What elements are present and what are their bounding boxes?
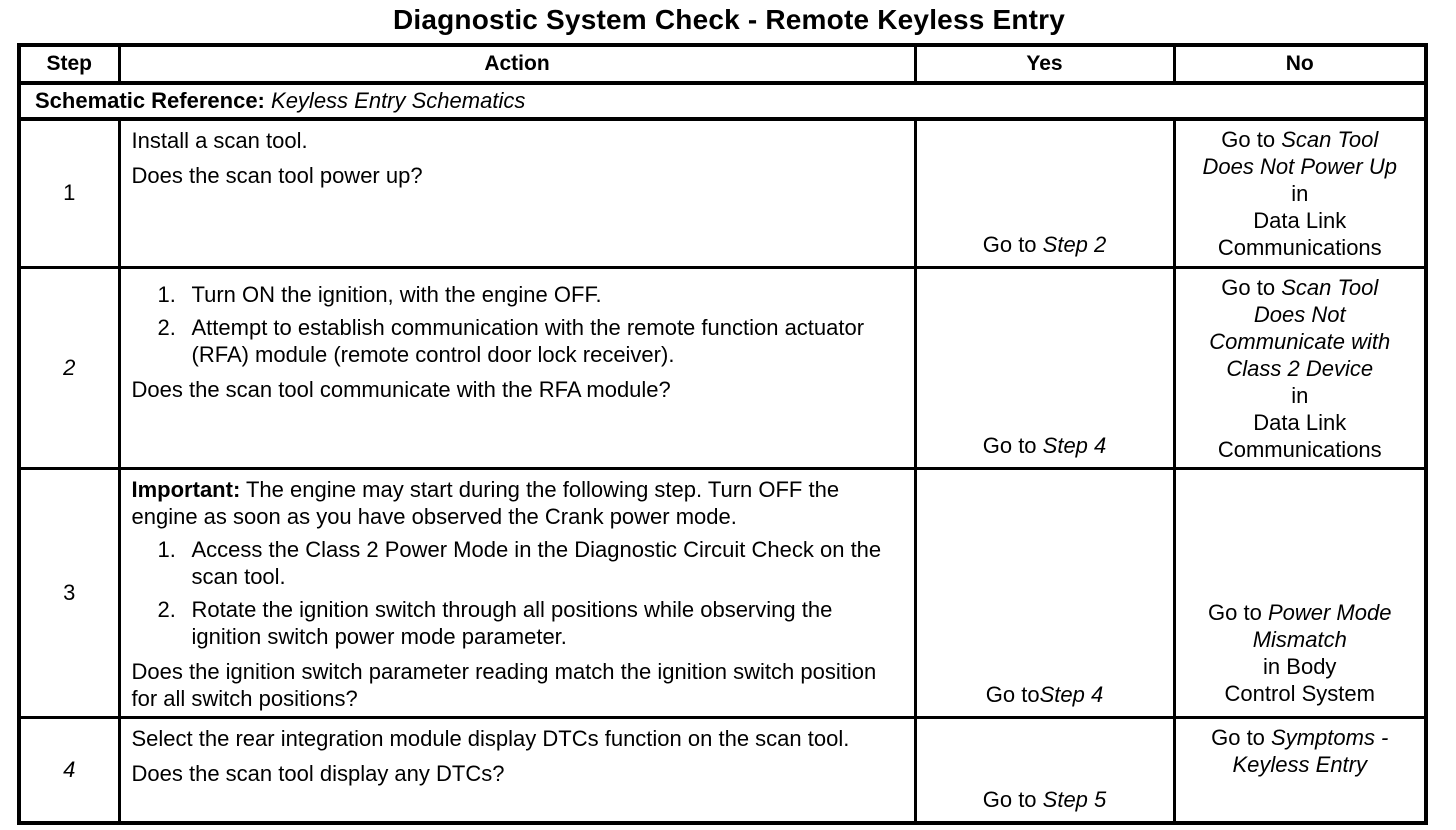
list-item-number: 2.	[157, 314, 176, 340]
header-yes: Yes	[913, 43, 1176, 85]
go-to-target: Step 4	[1042, 432, 1107, 458]
table-header-row: Step Action Yes No	[17, 43, 1428, 85]
list-item: 1. Turn ON the ignition, with the engine…	[158, 281, 906, 308]
schematic-reference-label: Schematic Reference:	[35, 88, 265, 113]
action-question: Does the ignition switch parameter readi…	[131, 658, 877, 711]
no-cell: Go to Power Mode Mismatch in Body Contro…	[1172, 466, 1428, 719]
no-cell: Go to Scan Tool Does Not Communicate wit…	[1172, 265, 1428, 470]
list-item-number: 1.	[157, 281, 176, 307]
go-to-target: Step 5	[1042, 787, 1107, 812]
table-row-step-2: 2 1. Turn ON the ignition, with the engi…	[17, 265, 1428, 470]
action-cell: Select the rear integration module displ…	[117, 715, 917, 825]
list-item: 2. Rotate the ignition switch through al…	[158, 596, 906, 650]
list-item-text: Access the Class 2 Power Mode in the Dia…	[191, 536, 882, 589]
go-to-target: Step 4	[1039, 681, 1104, 707]
action-intro: Select the rear integration module displ…	[131, 725, 850, 751]
no-line: in	[1291, 181, 1309, 206]
no-line: Communications	[1217, 235, 1382, 260]
go-to-target: Power Mode	[1267, 599, 1392, 625]
go-to-text: Go to	[982, 231, 1043, 257]
go-to-text: Go to	[982, 432, 1043, 458]
header-no: No	[1172, 43, 1428, 85]
step-cell: 3	[17, 466, 121, 719]
yes-cell: Go to Step 2	[913, 117, 1176, 269]
page-title: Diagnostic System Check - Remote Keyless…	[392, 4, 1066, 35]
no-line: Mismatch	[1252, 626, 1347, 652]
table-row-step-3: 3 Important: The engine may start during…	[17, 466, 1428, 719]
list-item-text: Turn ON the ignition, with the engine OF…	[191, 281, 602, 307]
list-item-text: Rotate the ignition switch through all p…	[191, 596, 833, 649]
no-line: Go to Scan Tool	[1180, 126, 1421, 153]
header-step: Step	[17, 43, 121, 85]
list-item-number: 2.	[157, 596, 176, 622]
go-to-text: Go to	[1208, 599, 1268, 625]
no-cell: Go to Scan Tool Does Not Power Up in Dat…	[1172, 117, 1428, 269]
action-question: Does the scan tool display any DTCs?	[131, 760, 505, 786]
go-to-target: Step 2	[1042, 231, 1107, 257]
header-action: Action	[117, 43, 917, 85]
step-cell: 4	[17, 715, 121, 825]
important-note: Important: The engine may start during t…	[132, 476, 906, 530]
no-line: Go to Scan Tool	[1180, 274, 1421, 301]
action-question: Does the scan tool power up?	[131, 163, 423, 188]
action-cell: 1. Turn ON the ignition, with the engine…	[117, 265, 917, 470]
no-line: Go to Power Mode	[1180, 599, 1421, 626]
action-question: Does the scan tool communicate with the …	[131, 376, 671, 402]
important-label: Important:	[131, 476, 241, 502]
step-cell: 1	[17, 117, 121, 269]
yes-cell: Go toStep 4	[913, 466, 1176, 719]
no-line: Data Link	[1253, 208, 1347, 233]
no-line: Does Not	[1253, 301, 1346, 327]
yes-cell: Go to Step 4	[913, 265, 1176, 470]
go-to-text: Go to	[985, 681, 1040, 707]
important-text: The engine may start during the followin…	[131, 476, 840, 529]
no-line: Communications	[1217, 436, 1382, 462]
no-line: Go to Symptoms -	[1180, 724, 1421, 751]
no-line: Class 2 Device	[1226, 355, 1374, 381]
no-line: Does Not Power Up	[1202, 154, 1397, 179]
no-cell: Go to Symptoms - Keyless Entry	[1172, 715, 1428, 825]
table-row-step-1: 1 Install a scan tool. Does the scan too…	[17, 117, 1428, 269]
no-line: in Body	[1263, 653, 1337, 679]
go-to-text: Go to	[982, 787, 1043, 812]
action-cell: Install a scan tool. Does the scan tool …	[117, 117, 917, 269]
action-intro: Install a scan tool.	[131, 128, 308, 153]
go-to-text: Go to	[1221, 127, 1282, 152]
go-to-text: Go to	[1211, 724, 1272, 750]
no-line: Data Link	[1253, 409, 1347, 435]
list-item: 1. Access the Class 2 Power Mode in the …	[158, 536, 906, 590]
go-to-target: Symptoms -	[1271, 724, 1389, 750]
step-cell: 2	[17, 265, 121, 470]
list-item: 2. Attempt to establish communication wi…	[158, 314, 906, 368]
action-cell: Important: The engine may start during t…	[117, 466, 917, 719]
go-to-text: Go to	[1221, 274, 1282, 300]
no-line: in	[1291, 382, 1309, 408]
list-item-text: Attempt to establish communication with …	[191, 314, 865, 367]
table-row-step-4: 4 Select the rear integration module dis…	[17, 715, 1428, 825]
go-to-target: Scan Tool	[1281, 274, 1379, 300]
no-line: Keyless Entry	[1232, 751, 1368, 777]
list-item-number: 1.	[157, 536, 176, 562]
diagnostic-table: Step Action Yes No Schematic Reference: …	[17, 43, 1428, 825]
schematic-reference-row: Schematic Reference: Keyless Entry Schem…	[17, 81, 1428, 121]
go-to-target: Scan Tool	[1281, 127, 1379, 152]
schematic-reference-value: Keyless Entry Schematics	[271, 88, 526, 113]
no-line: Communicate with	[1209, 328, 1391, 354]
yes-cell: Go to Step 5	[913, 715, 1176, 825]
no-line: Control System	[1224, 680, 1375, 706]
